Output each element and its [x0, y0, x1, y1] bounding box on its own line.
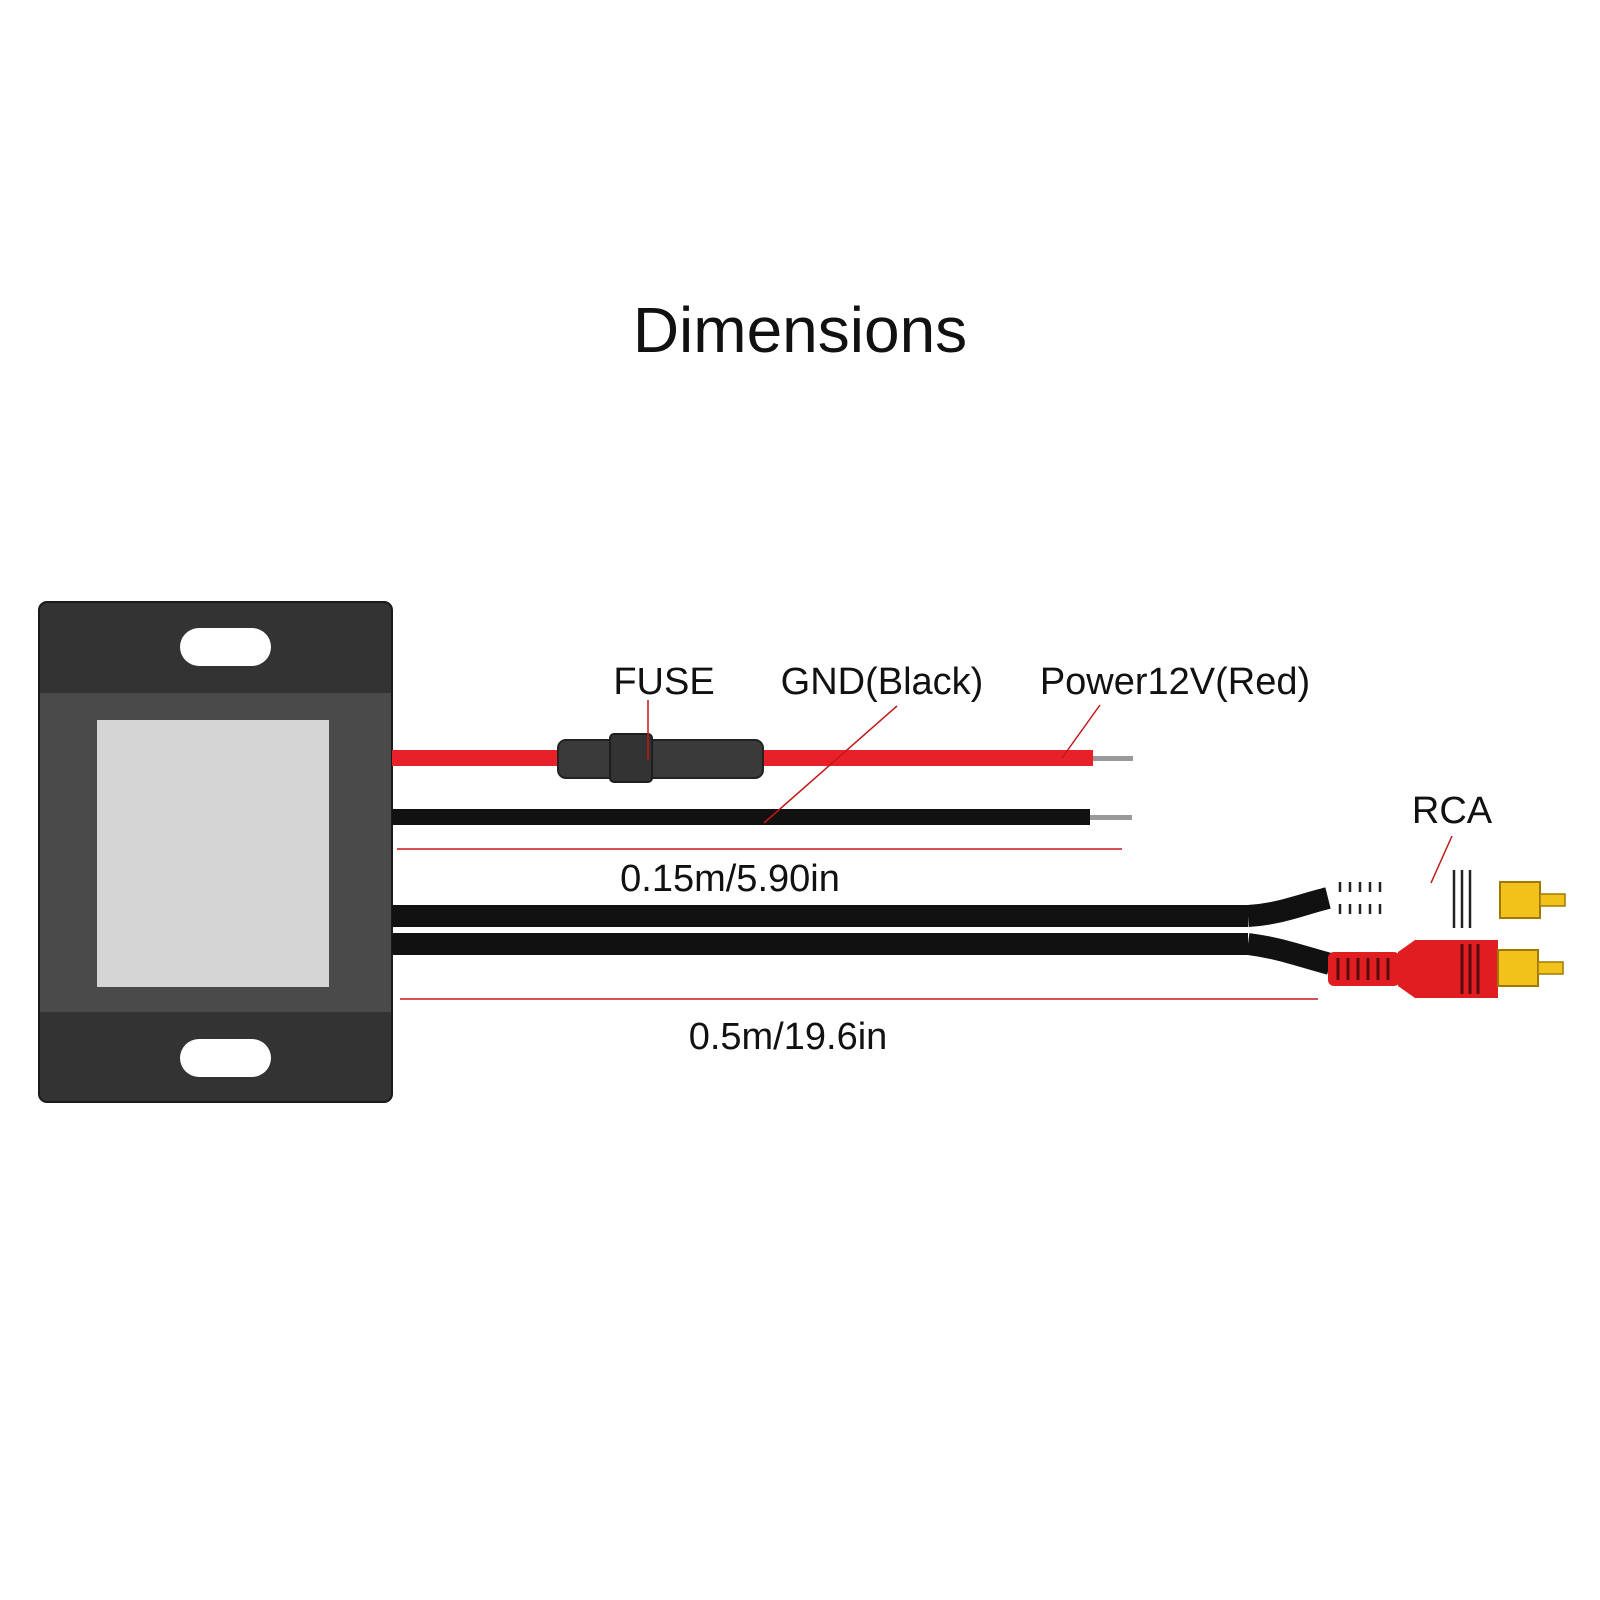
- rca-lower-yellow-body: [1497, 949, 1539, 987]
- fuse-label: FUSE: [613, 661, 714, 703]
- power-leader-line: [1061, 704, 1101, 759]
- red-power-wire: [392, 750, 1133, 766]
- rca-cable-split-lower: [1246, 933, 1333, 975]
- mounting-hole-top: [180, 628, 271, 666]
- gnd-label: GND(Black): [781, 661, 984, 703]
- rca-upper-yellow-pin: [1539, 893, 1566, 907]
- fuse-holder: [557, 733, 764, 783]
- fuse-body: [557, 739, 764, 779]
- gnd-leader-line: [763, 705, 898, 824]
- long-length-label: 0.5m/19.6in: [689, 1016, 888, 1058]
- black-wire-stripped-tip: [1090, 815, 1132, 820]
- rca-lower-red-plug: [1328, 940, 1564, 998]
- rca-lower-yellow-pin: [1537, 961, 1564, 975]
- rca-cable-lower: [392, 933, 1248, 955]
- rca-upper-yellow-tip: [1499, 881, 1566, 919]
- fuse-collar: [609, 733, 653, 783]
- short-length-label: 0.15m/5.90in: [620, 858, 840, 900]
- page-title: Dimensions: [633, 294, 967, 366]
- rca-leader-line: [1430, 835, 1453, 884]
- rca-cable-split-upper: [1247, 887, 1331, 927]
- rca-red-grip-ribs: [1336, 944, 1480, 994]
- mounting-hole-bottom: [180, 1039, 271, 1077]
- rca-label: RCA: [1412, 790, 1493, 832]
- module-box: [38, 601, 393, 1103]
- rca-cable: [392, 887, 1333, 975]
- power-label: Power12V(Red): [1040, 661, 1310, 703]
- rca-red-boot: [1328, 952, 1400, 986]
- black-gnd-wire: [392, 809, 1132, 825]
- red-wire-stripped-tip: [1093, 756, 1133, 761]
- rca-cable-upper: [392, 905, 1248, 927]
- rca-plug-outline-ghost: [1338, 870, 1472, 928]
- module-face-panel: [97, 720, 329, 987]
- rca-upper-yellow-body: [1499, 881, 1541, 919]
- rca-red-shell: [1398, 940, 1498, 998]
